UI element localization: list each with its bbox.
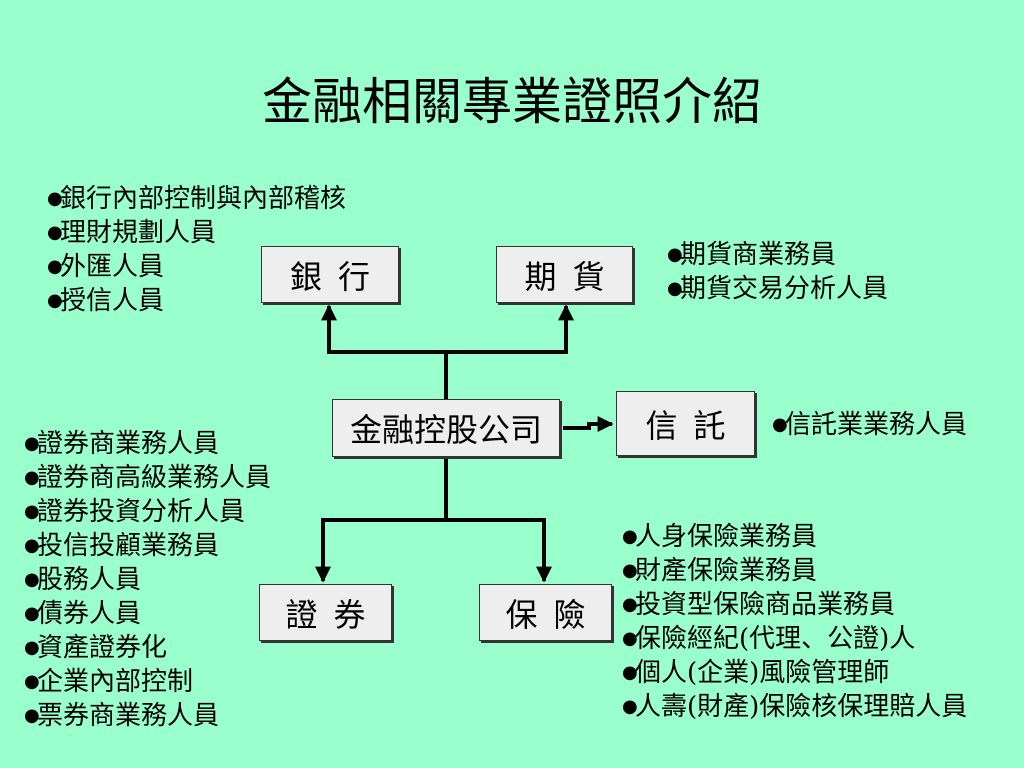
list-item: ●投資型保險商品業務員: [622, 590, 896, 620]
list-item: ●外匯人員: [47, 252, 165, 282]
trust-certificate-list: ●信託業業務人員: [772, 408, 967, 442]
insurance-certificate-list: ●人身保險業務員 ●財產保險業務員 ●投資型保險商品業務員 ●保險經紀(代理、公…: [622, 520, 967, 724]
securities-label: 證券: [285, 595, 382, 634]
list-item: ●投信投顧業務員: [24, 531, 220, 561]
securities-box: 證券: [259, 584, 392, 641]
list-item: ●個人(企業)風險管理師: [622, 658, 890, 688]
list-item: ●票券商業務人員: [24, 701, 220, 731]
bullet-icon: ●: [24, 535, 40, 556]
insurance-box: 保險: [479, 584, 612, 641]
bullet-icon: ●: [47, 222, 63, 243]
bullet-icon: ●: [47, 188, 63, 209]
bullet-icon: ●: [47, 290, 63, 311]
list-item: ●證券商高級業務人員: [24, 463, 272, 493]
list-item: ●保險經紀(代理、公證)人: [622, 624, 916, 654]
holding-company-box: 金融控股公司: [332, 399, 560, 457]
bullet-icon: ●: [667, 278, 683, 299]
bullet-icon: ●: [24, 433, 40, 454]
bullet-icon: ●: [24, 501, 40, 522]
futures-certificate-list: ●期貨商業務員 ●期貨交易分析人員: [667, 238, 888, 306]
list-item: ●理財規劃人員: [47, 218, 217, 248]
trust-box: 信託: [616, 391, 755, 456]
list-item: ●資產證券化: [24, 633, 168, 663]
securities-certificate-list: ●證券商業務人員 ●證券商高級業務人員 ●證券投資分析人員 ●投信投顧業務員 ●…: [24, 427, 271, 733]
list-item: ●期貨商業務員: [667, 240, 837, 270]
list-item: ●證券投資分析人員: [24, 497, 246, 527]
bullet-icon: ●: [24, 637, 40, 658]
list-item: ●財產保險業務員: [622, 556, 818, 586]
insurance-label: 保險: [505, 595, 602, 634]
page-title: 金融相關專業證照介紹: [262, 73, 762, 131]
futures-box: 期貨: [496, 246, 633, 303]
bullet-icon: ●: [622, 560, 638, 581]
bullet-icon: ●: [47, 256, 63, 277]
holding-company-label: 金融控股公司: [349, 411, 542, 449]
bank-label: 銀行: [289, 257, 386, 296]
bullet-icon: ●: [622, 662, 638, 683]
bullet-icon: ●: [772, 414, 788, 435]
bullet-icon: ●: [24, 569, 40, 590]
bullet-icon: ●: [667, 244, 683, 265]
trust-label: 信託: [645, 406, 742, 445]
bullet-icon: ●: [622, 696, 638, 717]
list-item: ●信託業業務人員: [772, 410, 968, 440]
arrow-to-trust: [563, 416, 614, 432]
list-item: ●企業內部控制: [24, 667, 194, 697]
list-item: ●授信人員: [47, 286, 165, 316]
list-item: ●證券商業務人員: [24, 429, 220, 459]
bullet-icon: ●: [622, 628, 638, 649]
futures-label: 期貨: [524, 257, 621, 296]
bullet-icon: ●: [622, 594, 638, 615]
bullet-icon: ●: [24, 671, 40, 692]
list-item: ●人身保險業務員: [622, 522, 818, 552]
bullet-icon: ●: [622, 526, 638, 547]
bank-box: 銀行: [261, 246, 399, 303]
bullet-icon: ●: [24, 705, 40, 726]
bullet-icon: ●: [24, 467, 40, 488]
list-item: ●人壽(財產)保險核保理賠人員: [622, 692, 968, 722]
list-item: ●股務人員: [24, 565, 142, 595]
bullet-icon: ●: [24, 603, 40, 624]
list-item: ●銀行內部控制與內部稽核: [47, 184, 347, 214]
list-item: ●期貨交易分析人員: [667, 274, 889, 304]
bank-certificate-list: ●銀行內部控制與內部稽核 ●理財規劃人員 ●外匯人員 ●授信人員: [47, 182, 346, 318]
list-item: ●債券人員: [24, 599, 142, 629]
